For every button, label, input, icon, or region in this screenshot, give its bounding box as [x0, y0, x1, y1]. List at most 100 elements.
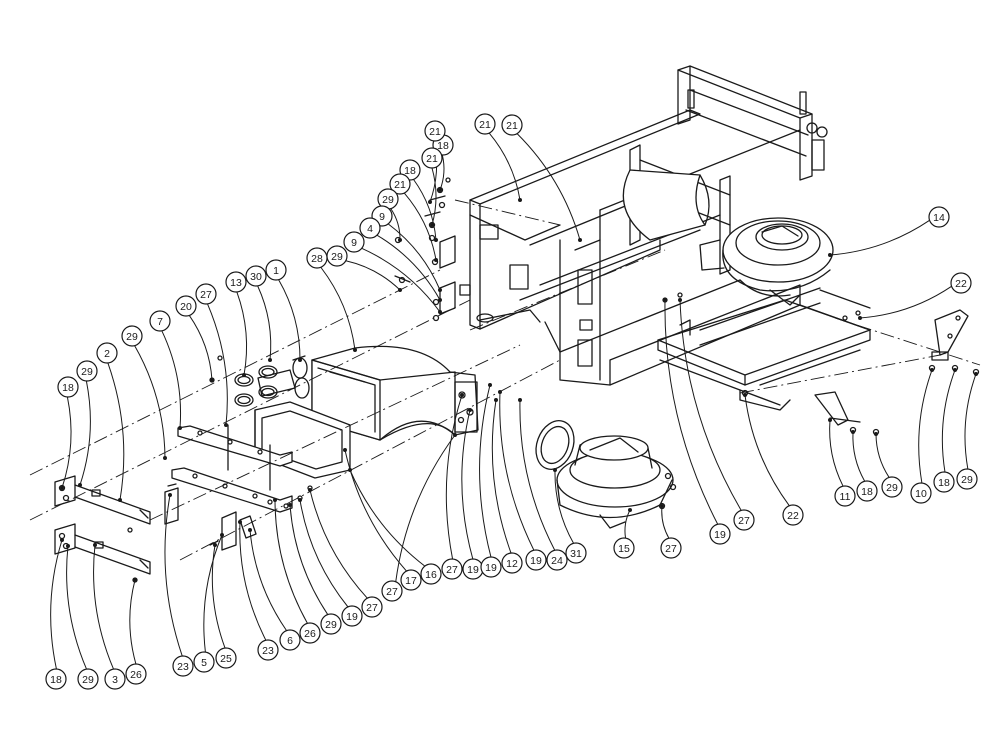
leader-arrow-tip: [663, 298, 667, 302]
callout-circle: [257, 639, 279, 661]
leader-line: [278, 279, 301, 361]
leader-arrow-tip: [494, 398, 498, 402]
leader-line: [66, 545, 87, 670]
leader-line: [679, 299, 742, 511]
callout-balloon: 18: [933, 471, 955, 493]
leader-line: [274, 499, 308, 624]
callout-number: 17: [405, 575, 417, 587]
callout-number: 11: [840, 491, 851, 503]
leader-arrow-tip: [133, 578, 137, 582]
leader-line: [257, 285, 272, 361]
leader-line: [445, 394, 463, 560]
callout-number: 27: [446, 564, 458, 576]
callout-balloon: 27: [361, 596, 383, 618]
leader-line: [499, 391, 535, 551]
callout-number: 27: [738, 515, 750, 527]
leader-line: [918, 369, 933, 484]
callout-circle: [474, 113, 496, 135]
leader-arrow-tip: [488, 383, 492, 387]
callout-balloon: 18: [856, 480, 878, 502]
leader-arrow-tip: [628, 508, 632, 512]
callout-circle: [125, 663, 147, 685]
callout-balloon: 27: [660, 537, 682, 559]
leader-line: [249, 529, 287, 631]
outlet-chute: [535, 420, 677, 529]
callout-circle: [104, 668, 126, 690]
leader-line: [236, 291, 248, 376]
centerlines: [29, 199, 981, 561]
callout-circle: [175, 295, 197, 317]
callout-balloon: 30: [245, 265, 267, 287]
main-frame: [459, 65, 871, 411]
callout-number: 22: [955, 278, 967, 290]
leader-line: [744, 394, 790, 507]
callout-circle: [195, 283, 217, 305]
leader-arrow-tip: [438, 298, 442, 302]
callout-circle: [424, 120, 446, 142]
callout-circle: [400, 569, 422, 591]
leader-line: [488, 132, 521, 201]
leader-arrow-tip: [828, 418, 832, 422]
leader-line: [516, 133, 581, 241]
leader-arrow-tip: [468, 408, 472, 412]
callout-circle: [359, 217, 381, 239]
leader-line: [164, 494, 183, 657]
callout-circle: [193, 651, 215, 673]
callout-circle: [245, 265, 267, 287]
callout-number: 27: [386, 586, 398, 598]
callout-number: 23: [177, 661, 189, 673]
callout-balloon: 21: [501, 114, 523, 136]
leader-line: [309, 489, 368, 599]
leader-arrow-tip: [398, 288, 402, 292]
callout-circle: [501, 114, 523, 136]
leader-line: [664, 299, 719, 525]
callout-number: 19: [467, 564, 479, 576]
leader-line: [134, 345, 166, 459]
leader-line: [345, 260, 401, 291]
leader-line: [129, 579, 137, 665]
leader-line: [107, 362, 125, 501]
leader-arrow-tip: [118, 498, 122, 502]
callout-circle: [525, 549, 547, 571]
leader-arrow-tip: [248, 528, 252, 532]
leader-arrow-tip: [66, 544, 70, 548]
leader-arrow-tip: [353, 348, 357, 352]
callout-balloon: 29: [121, 325, 143, 347]
leader-line: [299, 499, 349, 608]
callout-balloon: 19: [709, 523, 731, 545]
callout-balloon: 25: [215, 647, 237, 669]
callout-number: 29: [961, 474, 973, 486]
callout-circle: [834, 485, 856, 507]
leader-line: [320, 266, 356, 351]
leader-arrow-tip: [298, 358, 302, 362]
leader-arrow-tip: [60, 486, 64, 490]
callout-balloon: 21: [424, 120, 446, 142]
callout-circle: [441, 558, 463, 580]
callout-circle: [933, 471, 955, 493]
leader-arrow-tip: [210, 378, 214, 382]
leader-arrow-tip: [298, 498, 302, 502]
callout-number: 25: [220, 653, 232, 665]
leader-line: [431, 167, 437, 226]
leader-arrow-tip: [268, 358, 272, 362]
callout-balloon: 18: [57, 376, 79, 398]
leader-line: [859, 285, 952, 319]
leader-line: [387, 223, 441, 291]
leader-arrow-tip: [434, 238, 438, 242]
callout-balloon: 7: [149, 310, 171, 332]
leader-line: [461, 409, 474, 560]
callout-number: 27: [665, 543, 677, 555]
leader-arrow-tip: [460, 393, 464, 397]
callout-circle: [733, 509, 755, 531]
callout-number: 23: [262, 645, 274, 657]
leader-line: [349, 469, 426, 567]
callout-number: 29: [325, 619, 337, 631]
callout-balloon: 29: [956, 468, 978, 490]
leader-arrow-tip: [553, 468, 557, 472]
callout-balloon: 29: [76, 360, 98, 382]
leader-arrow-tip: [438, 310, 442, 314]
callout-balloon: 27: [733, 509, 755, 531]
callout-circle: [45, 668, 67, 690]
leader-arrow-tip: [238, 520, 242, 524]
